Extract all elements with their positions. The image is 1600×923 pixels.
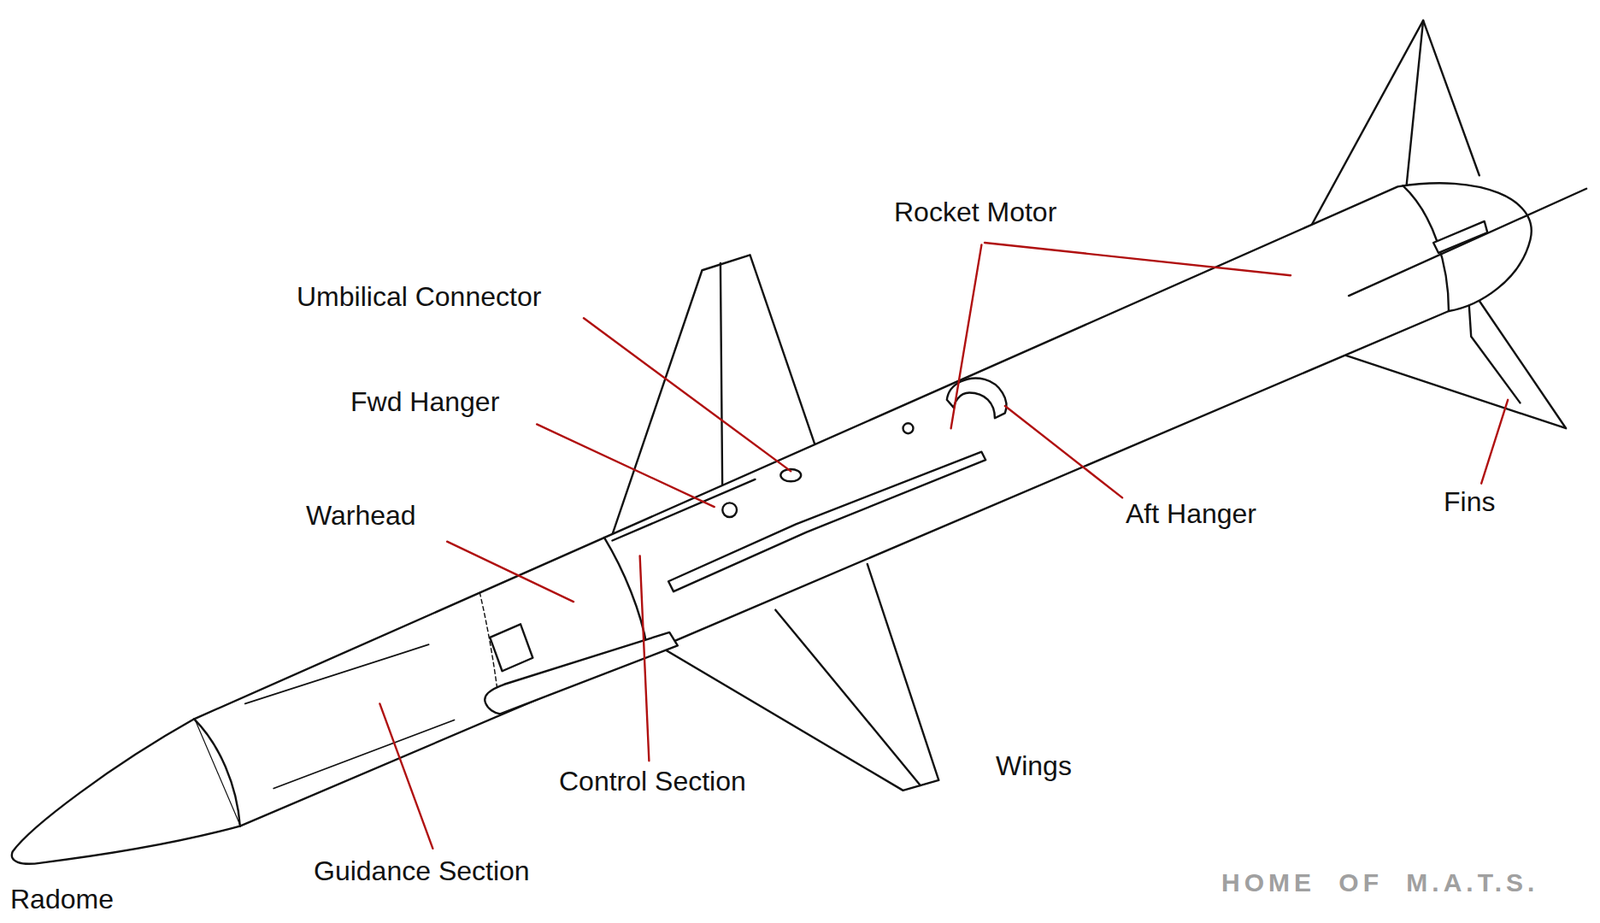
leader-line bbox=[1481, 400, 1508, 484]
tail-rod bbox=[1348, 188, 1587, 296]
missile-outline bbox=[11, 20, 1587, 865]
part-label: Control Section bbox=[558, 767, 747, 797]
leader-line bbox=[984, 242, 1291, 276]
wing-edge bbox=[775, 610, 920, 786]
warhead-panel bbox=[489, 623, 533, 671]
leader-line bbox=[379, 703, 433, 848]
part-label: Fins bbox=[1443, 488, 1495, 518]
fin-edge bbox=[1469, 305, 1521, 403]
raceway-line bbox=[611, 479, 755, 542]
radome-shape bbox=[11, 718, 241, 864]
part-label: Aft Hanger bbox=[1125, 500, 1257, 530]
missile-body bbox=[194, 182, 1532, 826]
radome-joint bbox=[194, 718, 241, 826]
leader-line bbox=[640, 555, 650, 761]
leader-line bbox=[951, 244, 983, 429]
leader-line bbox=[1005, 405, 1123, 498]
conduit-line bbox=[245, 644, 430, 704]
part-label: Guidance Section bbox=[313, 857, 530, 887]
lower-wing bbox=[663, 564, 939, 791]
part-label: Fwd Hanger bbox=[350, 388, 500, 418]
watermark: HOME OF M.A.T.S. bbox=[1221, 869, 1539, 897]
tail-slot bbox=[1433, 221, 1488, 253]
part-label: Umbilical Connector bbox=[296, 282, 542, 312]
conduit-line bbox=[273, 720, 454, 789]
part-label: Wings bbox=[995, 752, 1072, 782]
part-label: Warhead bbox=[305, 501, 417, 531]
hole-symbol bbox=[903, 423, 914, 434]
fin-edge bbox=[1405, 20, 1424, 192]
leader-line bbox=[447, 541, 574, 602]
part-label: Rocket Motor bbox=[894, 198, 1057, 228]
part-label: Radome bbox=[10, 885, 114, 915]
leader-line bbox=[583, 317, 791, 471]
leader-lines bbox=[379, 242, 1508, 849]
wing-root-fairing bbox=[484, 632, 678, 714]
fwd-hanger-symbol bbox=[722, 502, 737, 518]
leader-line bbox=[536, 423, 715, 507]
raceway bbox=[668, 452, 986, 592]
wing-edge bbox=[720, 263, 723, 502]
